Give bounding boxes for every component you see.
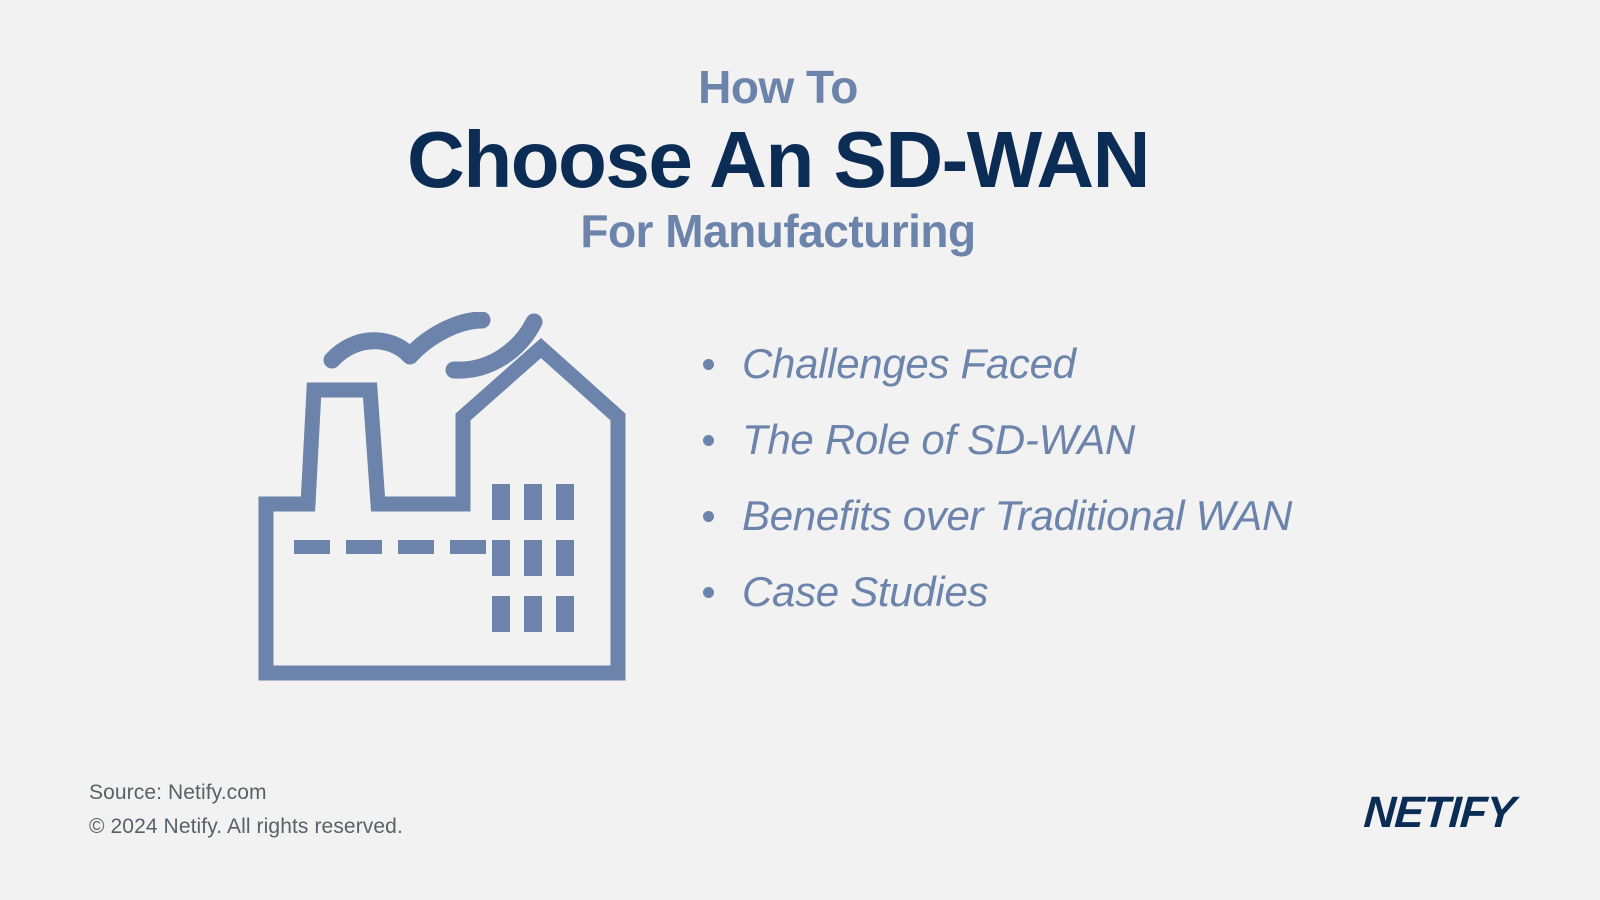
heading-subtitle: For Manufacturing [580, 204, 976, 257]
factory-windows [492, 484, 574, 632]
smoke-swirl-left [323, 311, 491, 369]
list-item-label: Case Studies [742, 568, 989, 615]
bullet-dot-icon [703, 435, 714, 446]
footer-copyright: © 2024 Netify. All rights reserved. [89, 815, 403, 838]
factory-dashed-band [294, 540, 486, 554]
list-item-label: Challenges Faced [742, 340, 1076, 387]
netify-logo: NETIFY [1361, 788, 1516, 837]
heading-kicker: How To [698, 61, 858, 113]
list-item: The Role of SD-WAN [694, 402, 1394, 478]
list-item-label: Benefits over Traditional WAN [742, 492, 1292, 539]
heading-block: How To Choose An SD-WAN For Manufacturin… [0, 64, 1556, 255]
footer-source: Source: Netify.com [89, 781, 267, 804]
topic-list: Challenges Faced The Role of SD-WAN Bene… [694, 326, 1394, 630]
list-item-label: The Role of SD-WAN [742, 416, 1135, 463]
list-item: Case Studies [694, 554, 1394, 630]
smoke-swirl-right [445, 313, 543, 379]
list-item: Challenges Faced [694, 326, 1394, 402]
list-item: Benefits over Traditional WAN [694, 478, 1394, 554]
bullet-dot-icon [703, 359, 714, 370]
bullet-dot-icon [703, 511, 714, 522]
page-title: Choose An SD-WAN [407, 115, 1150, 204]
factory-icon [252, 311, 632, 682]
factory-outline [258, 337, 626, 681]
bullet-dot-icon [703, 587, 714, 598]
